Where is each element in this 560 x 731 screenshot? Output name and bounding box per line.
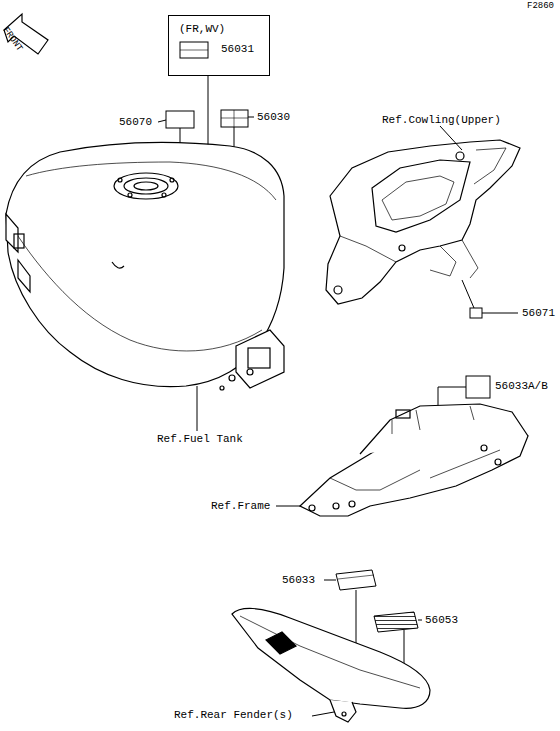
leader-line [276,506,300,507]
leader-line [462,280,474,308]
reference-label: Ref.Cowling(Upper) [382,114,501,126]
callout-number: 56031 [221,43,254,55]
rear-fender [232,608,430,722]
sticker-line [221,118,248,119]
reference-label: Ref.Fuel Tank [157,433,243,445]
reference-label: Ref.Frame [211,500,270,512]
leader-line [248,117,254,118]
leader-line [324,580,336,581]
callout-number: 56070 [119,116,152,128]
cowling-upper [326,140,520,304]
sticker-56053 [374,612,418,632]
sticker-56033 [336,570,376,590]
callout-number: 56071 [522,307,555,319]
leader-line [482,313,518,314]
leader-line [312,712,334,716]
sticker-56071 [470,308,482,318]
variant-box: (FR,WV) 56031 [168,15,270,76]
sticker-line [338,575,374,579]
reference-label: Ref.Rear Fender(s) [174,709,293,721]
sticker-line [234,110,235,127]
frame [300,404,528,516]
callout-number: 56033 [282,574,315,586]
sticker-56033AB [466,376,490,398]
callout-number: 56033A/B [495,380,548,392]
leader-line [418,620,422,621]
sticker-56070 [166,111,194,128]
sticker-56031 [180,42,208,58]
variant-code: (FR,WV) [179,23,225,35]
leader-line [158,120,166,122]
leader-line [197,386,198,431]
sticker-56030 [221,110,248,127]
leader-line [440,126,462,150]
callout-number: 56053 [425,614,458,626]
callout-number: 56030 [257,111,290,123]
figure-number: F2860 [527,2,554,12]
sticker-line [180,50,208,51]
leader-line [438,387,466,388]
fuel-tank [6,143,284,390]
